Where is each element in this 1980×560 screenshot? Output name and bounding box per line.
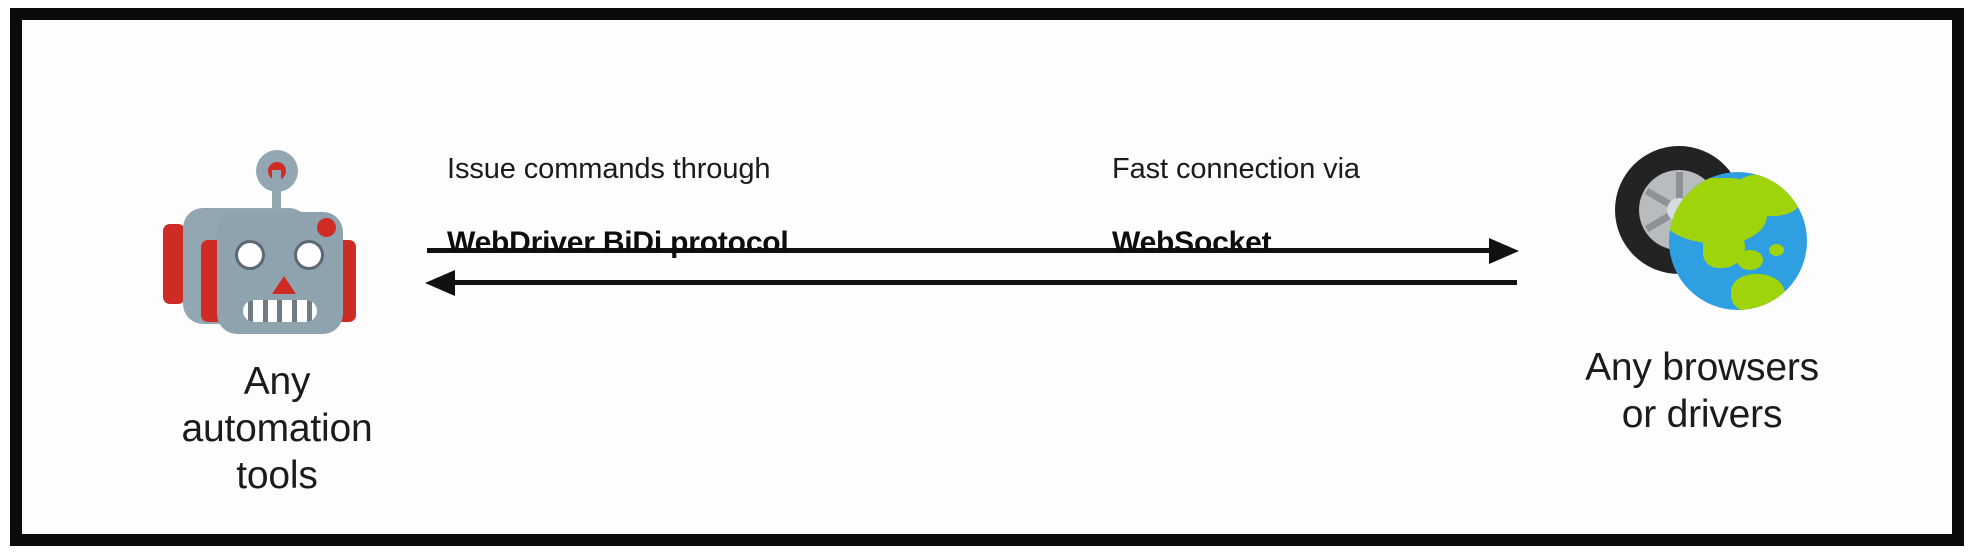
- robot-tooth: [262, 300, 268, 322]
- arrow-head-left-icon: [425, 270, 455, 296]
- diagram-canvas: Any automation tools Issue commands thro…: [22, 20, 1952, 534]
- node-browsers-drivers-caption: Any browsers or drivers: [1585, 346, 1819, 436]
- globe-landmass-island: [1769, 244, 1784, 256]
- edge-label-commands: Issue commands through WebDriver BiDi pr…: [447, 114, 789, 298]
- edge-label-commands-line1: Issue commands through: [447, 153, 771, 185]
- robot-antenna-stem-icon: [272, 170, 281, 216]
- arrow-shaft: [427, 248, 1497, 253]
- node-browsers-drivers: Any browsers or drivers: [1512, 138, 1892, 438]
- robot-left-eye-icon: [235, 240, 265, 270]
- edge-label-commands-line2: WebDriver BiDi protocol: [447, 226, 789, 259]
- robot-tooth: [247, 300, 253, 322]
- edge-label-responses-line2: WebSocket: [1112, 226, 1272, 259]
- edge-label-responses-line1: Fast connection via: [1112, 153, 1360, 185]
- globe-icon: [1669, 172, 1807, 310]
- robot-tooth: [307, 300, 313, 322]
- arrow-responses-left: [425, 269, 1517, 296]
- robot-nose-icon: [272, 276, 296, 294]
- node-automation-tools: Any automation tools: [92, 148, 462, 499]
- globe-landmass-southeast-asia: [1737, 250, 1763, 270]
- robot-icon: [163, 148, 377, 344]
- arrow-shaft: [449, 280, 1517, 285]
- edge-label-responses: Fast connection via WebSocket: [1112, 114, 1360, 298]
- arrow-head-right-icon: [1489, 238, 1519, 264]
- robot-right-eye-icon: [294, 240, 324, 270]
- robot-tooth: [292, 300, 298, 322]
- globe-wheel-icon: [1597, 138, 1807, 328]
- globe-landmass-northeast: [1731, 174, 1801, 216]
- robot-mouth-icon: [243, 300, 317, 322]
- arrow-commands-right: [427, 237, 1519, 264]
- robot-back-ear-icon: [163, 224, 185, 304]
- diagram-frame: Any automation tools Issue commands thro…: [10, 8, 1964, 546]
- robot-tooth: [277, 300, 283, 322]
- globe-landmass-australia: [1731, 274, 1785, 310]
- arrow-group: [425, 225, 1527, 305]
- node-automation-tools-caption: Any automation tools: [181, 360, 373, 497]
- robot-indicator-dot-icon: [317, 218, 336, 237]
